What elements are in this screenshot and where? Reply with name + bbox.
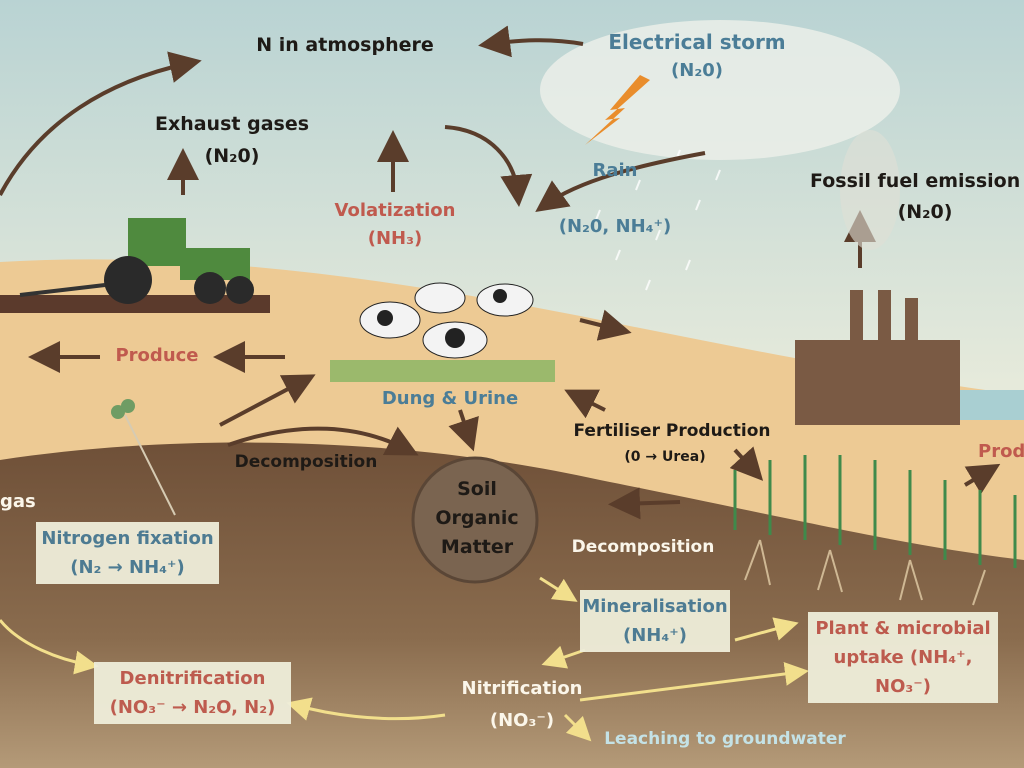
mineralisation-title: Mineralisation <box>582 596 728 617</box>
mineralisation-box: Mineralisation (NH₄⁺) <box>580 590 730 652</box>
nitrification-label: Nitrification <box>461 678 583 699</box>
fertiliser-production-label: Fertiliser Production <box>573 421 771 441</box>
tractor-icon <box>0 218 270 313</box>
fossil-fuel-formula: (N₂0) <box>897 201 953 223</box>
soil-label-1: Soil <box>457 478 497 500</box>
factory-icon <box>795 130 960 425</box>
soil-label-3: Matter <box>440 536 514 558</box>
clover-icon <box>111 399 176 516</box>
decomposition-right-label: Decomposition <box>571 537 715 557</box>
n-in-atmosphere-label: N in atmosphere <box>256 34 434 56</box>
soil-label-2: Organic <box>435 507 519 529</box>
nitrogen-fixation-title: Nitrogen fixation <box>41 528 214 549</box>
water <box>960 390 1024 420</box>
produce-left-label: Produce <box>115 345 199 366</box>
exhaust-gases-formula: (N₂0) <box>204 145 260 167</box>
plant-uptake-formula: uptake (NH₄⁺, NO₃⁻) <box>833 647 973 697</box>
fossil-fuel-label: Fossil fuel emission <box>810 170 1021 192</box>
electrical-storm-formula: (N₂0) <box>671 60 723 81</box>
crops-icon <box>733 455 1017 568</box>
nitrification-formula: (NO₃⁻) <box>489 710 555 731</box>
lightning-icon <box>585 75 650 145</box>
plant-uptake-box: Plant & microbial uptake (NH₄⁺, NO₃⁻) <box>808 612 998 703</box>
nitrogen-fixation-formula: (N₂ → NH₄⁺) <box>70 557 185 578</box>
electrical-storm-label: Electrical storm <box>608 30 786 54</box>
soil-organic-matter-circle <box>411 456 539 584</box>
cows-icon <box>330 282 555 382</box>
fertiliser-formula: (0 → Urea) <box>624 449 706 465</box>
exhaust-gases-label: Exhaust gases <box>154 113 310 135</box>
denitrification-formula: (NO₃⁻ → N₂O, N₂) <box>109 697 276 718</box>
roots-icon <box>744 539 986 606</box>
decomposition-left-label: Decomposition <box>234 452 378 472</box>
dung-urine-label: Dung & Urine <box>381 388 519 409</box>
gas-label: gas <box>0 491 36 512</box>
volatization-label: Volatization <box>334 200 456 221</box>
denitrification-title: Denitrification <box>119 668 266 689</box>
leaching-label: Leaching to groundwater <box>604 729 846 749</box>
rain-label: Rain <box>592 160 638 181</box>
rain-formula: (N₂0, NH₄⁺) <box>558 216 672 237</box>
denitrification-box: Denitrification (NO₃⁻ → N₂O, N₂) <box>94 662 291 724</box>
volatization-formula: (NH₃) <box>367 228 423 249</box>
mineralisation-formula: (NH₄⁺) <box>623 625 687 646</box>
produce-right-label: Prod <box>978 441 1024 462</box>
nitrogen-fixation-box: Nitrogen fixation (N₂ → NH₄⁺) <box>36 522 219 584</box>
plant-uptake-title: Plant & microbial <box>815 618 991 639</box>
